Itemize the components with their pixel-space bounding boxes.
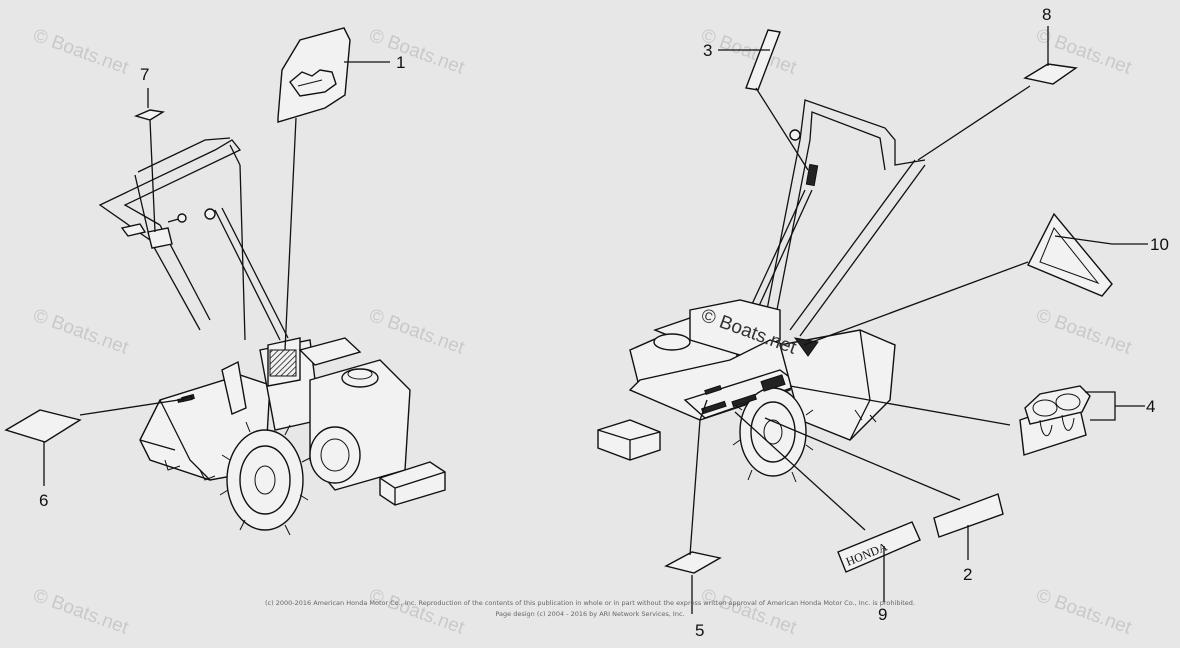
callout-6: 6	[39, 491, 48, 510]
watermark: © Boats.net	[1033, 305, 1134, 359]
part-1-label	[277, 27, 351, 123]
watermark: © Boats.net	[1033, 585, 1134, 639]
leader-lines-left	[43, 61, 390, 486]
part-5-label	[664, 551, 722, 574]
part-6-label	[4, 409, 82, 443]
part-7-label	[133, 109, 165, 121]
part-8-label	[1023, 63, 1078, 85]
callout-5: 5	[695, 621, 704, 640]
watermark: © Boats.net	[30, 25, 131, 79]
watermark: © Boats.net	[366, 305, 467, 359]
callout-4: 4	[1146, 397, 1155, 416]
callout-numbers: 1 2 3 4 5 6 7 8 9 10	[39, 5, 1169, 640]
tiller-left	[98, 137, 446, 536]
watermark: © Boats.net	[30, 585, 131, 639]
part-9-label: HONDA	[837, 521, 921, 573]
watermark: © Boats.net	[698, 25, 799, 79]
callout-2: 2	[963, 565, 972, 584]
callout-8: 8	[1042, 5, 1051, 24]
part-2-label	[933, 493, 1004, 538]
callout-9: 9	[878, 605, 887, 624]
part-10-label	[1027, 212, 1113, 297]
watermark-layer: © Boats.net © Boats.net © Boats.net © Bo…	[30, 25, 1134, 639]
watermark: © Boats.net	[698, 585, 799, 639]
callout-7: 7	[140, 65, 149, 84]
tiller-right	[597, 99, 926, 483]
callout-1: 1	[396, 53, 405, 72]
callout-10: 10	[1150, 235, 1169, 254]
copyright-line-2: Page design (c) 2004 - 2016 by ARI Netwo…	[495, 610, 684, 618]
watermark: © Boats.net	[366, 25, 467, 79]
copyright-notice: (c) 2000-2016 American Honda Motor Co., …	[265, 599, 915, 618]
leader-lines-right	[689, 26, 1148, 614]
watermark: © Boats.net	[30, 305, 131, 359]
callout-3: 3	[703, 41, 712, 60]
watermark: © Boats.net	[366, 585, 467, 639]
copyright-line-1: (c) 2000-2016 American Honda Motor Co., …	[265, 599, 915, 607]
part-4-label	[1019, 385, 1091, 456]
